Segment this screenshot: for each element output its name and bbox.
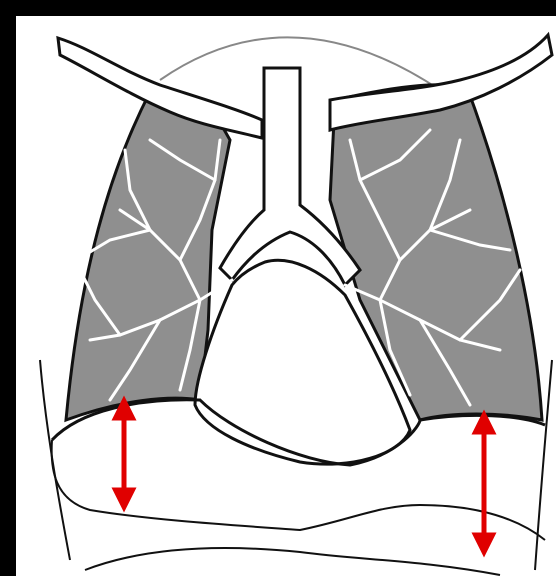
chest-diagram — [0, 0, 556, 576]
lung-illustration — [0, 0, 556, 576]
